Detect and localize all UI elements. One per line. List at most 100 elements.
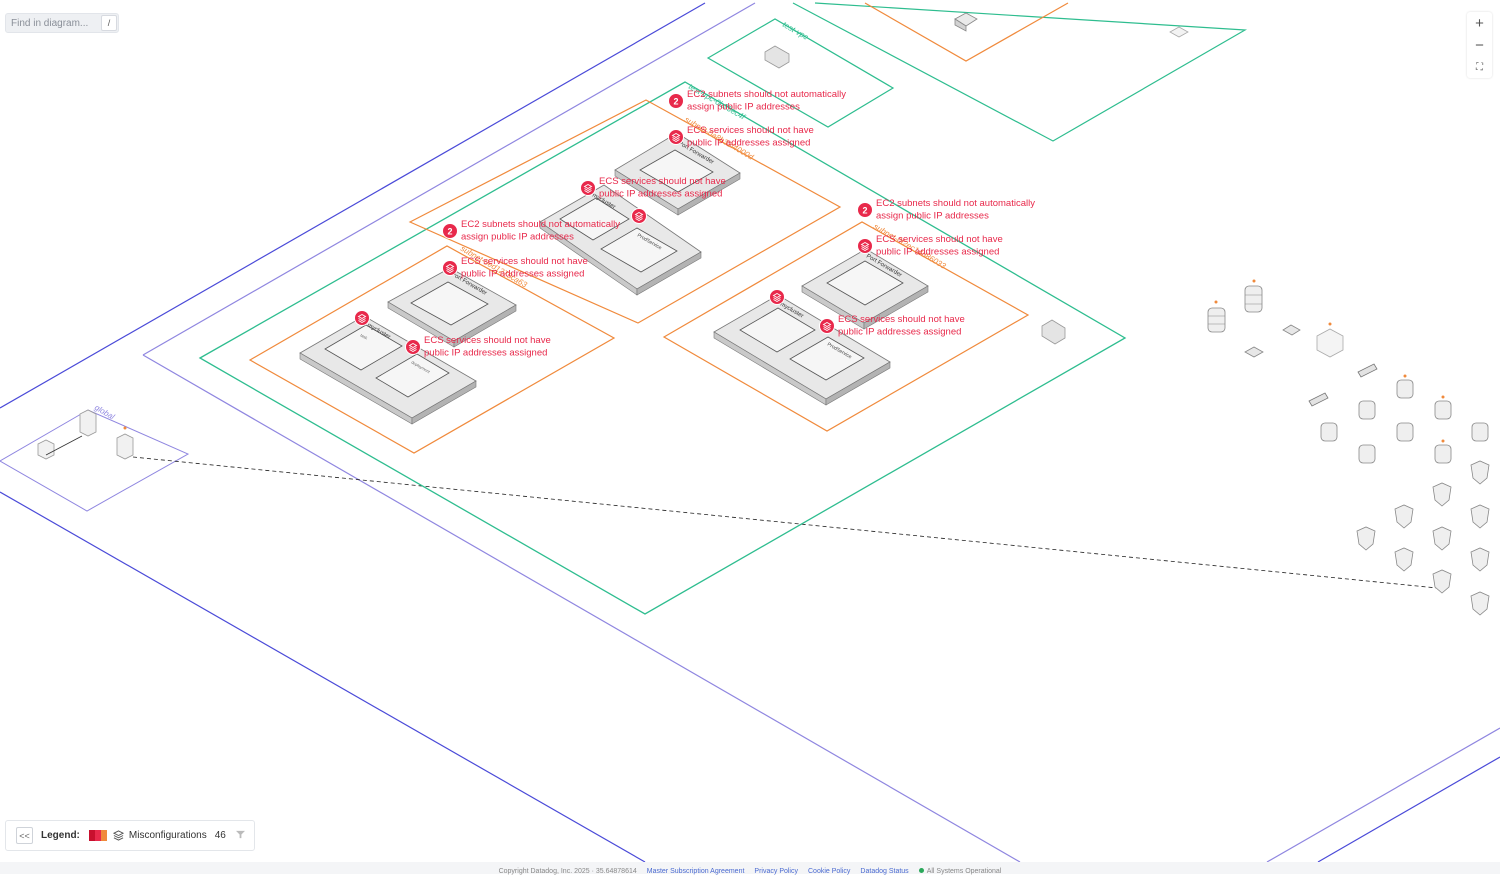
footer-system-status: All Systems Operational <box>918 868 1001 875</box>
lambda-icon[interactable] <box>1244 346 1264 358</box>
misconfiguration-annotation[interactable] <box>354 310 370 326</box>
queue-icon[interactable] <box>1357 363 1378 378</box>
ecs-cluster-c[interactable]: mycluster ProdService <box>713 294 891 406</box>
misconfiguration-text: public IP addresses assigned <box>424 348 547 359</box>
shield-resource-icon[interactable] <box>1394 547 1414 572</box>
misconfiguration-text: EC2 subnets should not automatically <box>687 89 846 100</box>
shield-resource-icon[interactable] <box>1470 547 1490 572</box>
misconfiguration-text: public IP addresses assigned <box>838 327 961 338</box>
legend-title: Legend: <box>41 830 80 841</box>
layers-icon <box>408 342 418 353</box>
misconfiguration-annotation[interactable] <box>631 208 647 224</box>
lambda-icon[interactable] <box>1282 324 1301 336</box>
connection-line <box>132 456 1438 589</box>
search-input[interactable] <box>6 17 99 29</box>
database-icon[interactable] <box>1396 422 1414 442</box>
filter-icon[interactable] <box>235 830 245 841</box>
zoom-out-button[interactable]: − <box>1475 36 1484 54</box>
global-label: global <box>93 403 116 422</box>
database-icon[interactable] <box>1244 279 1263 313</box>
database-icon[interactable] <box>1320 422 1338 442</box>
shield-resource-icon[interactable] <box>1470 504 1490 529</box>
footer-copyright: Copyright Datadog, Inc. 2025 · 35.648786… <box>498 868 637 875</box>
misconfiguration-text: public IP addresses assigned <box>599 189 722 200</box>
alert-badge-count: 2 <box>862 206 867 216</box>
resource-cluster-right[interactable] <box>1207 279 1490 616</box>
misconfiguration-text: ECS services should not have <box>876 234 1003 245</box>
legend-item-count: 46 <box>214 830 226 841</box>
vpc-top-right[interactable] <box>792 2 1248 142</box>
layers-icon <box>357 313 367 324</box>
shield-resource-icon[interactable] <box>1470 591 1490 616</box>
database-icon[interactable] <box>1434 395 1452 420</box>
iam-user-icon[interactable] <box>37 439 55 460</box>
misconfiguration-text: ECS services should not have <box>687 125 814 136</box>
s3-bucket-icon[interactable] <box>1316 322 1344 358</box>
alert-badge-count: 2 <box>673 97 678 107</box>
layers-icon <box>860 241 870 252</box>
database-icon[interactable] <box>1471 422 1489 442</box>
shield-resource-icon[interactable] <box>1432 569 1452 594</box>
misconfiguration-text: EC2 subnets should not automatically <box>461 219 620 230</box>
shield-resource-icon[interactable] <box>1432 526 1452 551</box>
layers-icon <box>112 830 124 841</box>
search-shortcut-key: / <box>101 15 117 31</box>
internet-gateway-icon[interactable] <box>764 45 790 69</box>
legend-panel: << Legend: Misconfigurations 46 <box>5 820 255 851</box>
alert-badge-count: 2 <box>447 227 452 237</box>
misconfiguration-text: public IP addresses assigned <box>687 138 810 149</box>
queue-icon[interactable] <box>1308 392 1329 407</box>
misconfiguration-annotation[interactable]: ECS services should not have public IP ad… <box>405 335 551 359</box>
fit-to-screen-button[interactable]: ⛶ <box>1476 61 1483 73</box>
page-footer: Copyright Datadog, Inc. 2025 · 35.648786… <box>0 862 1500 875</box>
misconfiguration-text: ECS services should not have <box>461 256 588 267</box>
vpc-top-label: test-vpc <box>781 20 810 42</box>
layers-icon <box>671 132 681 143</box>
misconfiguration-text: ECS services should not have <box>838 314 965 325</box>
misconfiguration-text: ECS services should not have <box>424 335 551 346</box>
misconfiguration-annotation[interactable]: 2 EC2 subnets should not automatically ass… <box>668 89 847 113</box>
legend-collapse-button[interactable]: << <box>16 827 33 844</box>
shield-resource-icon[interactable] <box>1356 526 1376 551</box>
alert-badge-icon[interactable] <box>442 223 458 239</box>
task-label: task <box>360 333 369 341</box>
zoom-controls: + − ⛶ <box>1467 12 1492 78</box>
iam-role-icon[interactable] <box>79 409 97 437</box>
layers-icon <box>583 183 593 194</box>
legend-severity-swatch <box>88 830 107 841</box>
misconfiguration-text: assign public IP addresses <box>687 102 800 113</box>
footer-link-cookie[interactable]: Cookie Policy <box>808 868 851 875</box>
footer-link-privacy[interactable]: Privacy Policy <box>754 868 798 875</box>
misconfiguration-annotation[interactable]: ECS services should not have public IP ad… <box>819 314 965 338</box>
database-icon[interactable] <box>1434 439 1452 464</box>
nat-gateway-icon[interactable] <box>1041 319 1066 345</box>
search-box[interactable]: / <box>5 13 119 33</box>
alert-badge-icon[interactable] <box>668 93 684 109</box>
misconfiguration-annotation[interactable]: ECS services should not have public IP ad… <box>668 125 814 149</box>
misconfiguration-text: EC2 subnets should not automatically <box>876 198 1035 209</box>
database-icon[interactable] <box>1358 444 1376 464</box>
misconfiguration-annotation[interactable] <box>769 289 785 305</box>
global-region[interactable]: global <box>0 403 190 512</box>
iam-policy-icon[interactable] <box>116 426 134 460</box>
alert-badge-icon[interactable] <box>857 202 873 218</box>
zoom-in-button[interactable]: + <box>1475 14 1484 32</box>
shield-resource-icon[interactable] <box>1432 482 1452 507</box>
shield-resource-icon[interactable] <box>1394 504 1414 529</box>
database-icon[interactable] <box>1207 300 1226 333</box>
database-icon[interactable] <box>1396 374 1414 399</box>
footer-link-msa[interactable]: Master Subscription Agreement <box>646 868 745 875</box>
ecs-cluster-b[interactable]: mycluster ProdService <box>539 184 702 296</box>
shield-resource-icon[interactable] <box>1470 460 1490 485</box>
status-dot-icon <box>918 868 924 873</box>
footer-link-status[interactable]: Datadog Status <box>860 868 909 875</box>
database-icon[interactable] <box>1358 400 1376 420</box>
